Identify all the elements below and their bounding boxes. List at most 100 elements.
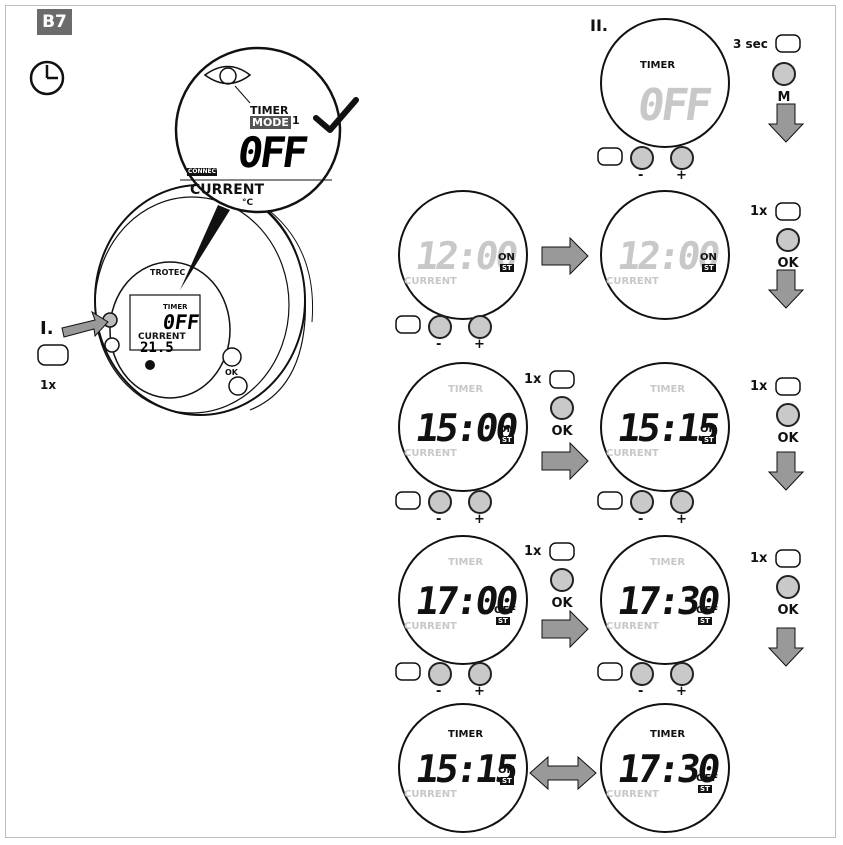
display-current: CURRENT (606, 621, 659, 632)
ok-control-1: 1x OK (750, 204, 800, 271)
zoom-digit: 1 (292, 114, 300, 127)
minus-button[interactable] (428, 315, 452, 339)
display-day-select: 12:00 ONST CURRENT (398, 190, 528, 320)
display-program-off: TIMER 17:30 OFFST CURRENT (600, 703, 730, 833)
zoom-digits: 0FF (234, 128, 309, 177)
display-timer: TIMER (650, 557, 686, 568)
hand-icon-pm-2 (395, 315, 421, 334)
display-state: ONST (498, 424, 515, 444)
display-timer: TIMER (650, 729, 686, 740)
ok-control-5: 1x OK (750, 551, 800, 618)
step-two-label: II. (590, 16, 608, 35)
clock-icon (29, 60, 65, 96)
display-state: OFFST (696, 773, 719, 793)
hand-icon-pm-6 (597, 662, 623, 681)
hand-icon-press (37, 344, 69, 366)
display-current: CURRENT (404, 621, 457, 632)
display-state: ONST (498, 765, 515, 785)
display-state: ONST (700, 424, 717, 444)
step-one-label: I. (40, 318, 54, 339)
display-timer: TIMER (448, 384, 484, 395)
hold-duration: 3 sec (733, 37, 768, 51)
ok-control-4: 1x OK (524, 544, 574, 611)
display-current: CURRENT (404, 789, 457, 800)
display-current: CURRENT (606, 789, 659, 800)
press-arrow (61, 310, 109, 338)
hand-icons (37, 34, 801, 681)
check-icon (313, 97, 359, 133)
display-current: CURRENT (404, 448, 457, 459)
display-current: CURRENT (404, 276, 457, 287)
display-digits: 0FF (634, 80, 713, 131)
minus-button[interactable] (630, 146, 654, 170)
display-timer: TIMER (448, 729, 484, 740)
minus-button[interactable] (428, 662, 452, 686)
plus-button[interactable] (670, 146, 694, 170)
diagram-frame (5, 5, 836, 838)
display-state: ONST (498, 252, 515, 272)
display-timer: TIMER (650, 384, 686, 395)
flow-arrows (529, 103, 805, 791)
ok-control-3: 1x OK (750, 379, 800, 446)
hand-icon-pm-1 (597, 147, 623, 166)
display-mode-off: TIMER 0FF (600, 18, 730, 148)
minus-button[interactable] (428, 490, 452, 514)
plus-button[interactable] (468, 315, 492, 339)
display-state: OFFST (696, 605, 719, 625)
ok-button[interactable] (776, 403, 800, 427)
arrow-down-1 (767, 103, 805, 143)
device-current: CURRENT (138, 332, 186, 342)
device-brand: TROTEC (150, 268, 186, 277)
display-state: ONST (700, 252, 717, 272)
zoom-current: CURRENT (190, 182, 265, 198)
arrow-right-2 (541, 441, 589, 481)
plus-button[interactable] (670, 490, 694, 514)
device-temp: 21.5 (140, 340, 174, 356)
hand-icon-ok-3 (775, 377, 801, 396)
device-timer: TIMER (163, 303, 188, 311)
zoom-mode: MODE (250, 116, 291, 129)
display-program-on: TIMER 15:15 ONST CURRENT (398, 703, 528, 833)
hand-icon-ok-2 (549, 370, 575, 389)
display-day-confirmed: 12:00 ONST CURRENT (600, 190, 730, 320)
display-timer: TIMER (448, 557, 484, 568)
minus-button[interactable] (630, 490, 654, 514)
m-button-control: M (772, 62, 796, 105)
arrow-down-4 (767, 627, 805, 667)
thermostat-device (94, 184, 314, 416)
hand-icon-ok-5 (775, 549, 801, 568)
plus-button[interactable] (468, 490, 492, 514)
display-on-hour: TIMER 15:00 ONST CURRENT (398, 362, 528, 492)
arrow-down-2 (767, 269, 805, 309)
hand-icon-ok-4 (549, 542, 575, 561)
step-one-count: 1x (40, 378, 57, 392)
display-current: CURRENT (606, 276, 659, 287)
ok-button[interactable] (550, 568, 574, 592)
arrow-down-3 (767, 451, 805, 491)
hand-icon-ok-1 (775, 202, 801, 221)
ok-control-2: 1x OK (524, 372, 574, 439)
plus-button[interactable] (670, 662, 694, 686)
zoom-connect: CONNECT (188, 168, 221, 175)
hand-icon-pm-3 (395, 491, 421, 510)
m-button[interactable] (772, 62, 796, 86)
hand-icon-pm-5 (395, 662, 421, 681)
hand-icon-pm-4 (597, 491, 623, 510)
ok-button[interactable] (776, 228, 800, 252)
ok-button[interactable] (776, 575, 800, 599)
device-digits: 0FF (161, 310, 201, 334)
arrow-right-3 (541, 609, 589, 649)
display-off-minute: TIMER 17:30 OFFST CURRENT (600, 535, 730, 665)
figure-badge: B7 (37, 9, 72, 35)
display-on-minute: TIMER 15:15 ONST CURRENT (600, 362, 730, 492)
ok-button[interactable] (550, 396, 574, 420)
zoom-unit: °C (242, 198, 254, 208)
hand-icon-m (775, 34, 801, 53)
display-off-hour: TIMER 17:00 OFFST CURRENT (398, 535, 528, 665)
minus-button[interactable] (630, 662, 654, 686)
plus-button[interactable] (468, 662, 492, 686)
arrow-right-1 (541, 236, 589, 276)
device-ok-label: OK (225, 368, 238, 377)
zoom-callout (174, 46, 342, 290)
